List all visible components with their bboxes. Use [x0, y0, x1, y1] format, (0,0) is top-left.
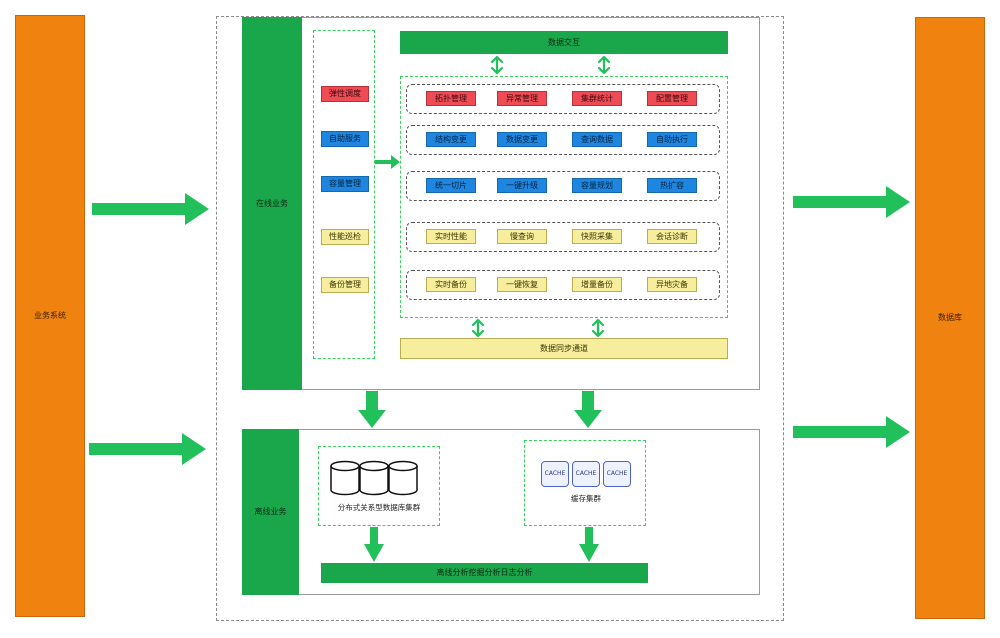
arrow-db-cluster-to-analysis	[364, 527, 384, 562]
data-interaction-label: 数据交互	[548, 37, 580, 47]
database-label: 数据库	[938, 313, 962, 323]
arrow-functions-to-details	[375, 155, 400, 169]
database-cylinder-3-icon	[388, 460, 418, 496]
data-interaction-bar: 数据交互	[400, 31, 728, 54]
row-scaling	[406, 171, 720, 201]
function-performance-inspection: 性能巡检	[321, 229, 369, 245]
double-arrow-interaction-2	[597, 55, 611, 75]
cell-r4-c3: 快照采集	[572, 229, 622, 244]
cache-node-1: CACHE	[541, 461, 569, 487]
source-system-label: 业务系统	[34, 311, 66, 321]
online-side-bar: 在线业务	[242, 17, 302, 390]
offline-label: 离线业务	[254, 507, 287, 517]
platform-container	[216, 16, 784, 621]
function-capacity-management: 容量管理	[321, 176, 369, 192]
cell-r5-c4: 异地灾备	[647, 277, 697, 292]
double-arrow-interaction-1	[490, 55, 504, 75]
arrow-online-to-cache-cluster	[574, 391, 602, 428]
row-performance	[406, 222, 720, 252]
data-sync-channel-label: 数据同步通道	[540, 343, 588, 353]
cell-r4-c1: 实时性能	[426, 229, 476, 244]
arrow-offline-to-database	[793, 416, 910, 448]
arrow-online-to-db-cluster	[358, 391, 386, 428]
row-topology	[406, 84, 720, 114]
online-panel	[242, 17, 760, 390]
online-label: 在线业务	[256, 198, 288, 208]
database-cluster-group	[318, 446, 440, 526]
cache-cluster-caption: 缓存集群	[571, 493, 601, 503]
cell-r2-c4: 自助执行	[647, 132, 697, 147]
double-arrow-sync-2	[591, 318, 605, 338]
cell-r4-c2: 慢查询	[497, 229, 547, 244]
cell-r5-c3: 增量备份	[572, 277, 622, 292]
data-sync-channel-bar: 数据同步通道	[400, 338, 728, 359]
cache-cluster-group	[524, 440, 646, 526]
cell-r4-c4: 会话诊断	[647, 229, 697, 244]
arrow-online-to-database	[793, 186, 910, 218]
double-arrow-sync-1	[471, 318, 485, 338]
function-self-service: 自助服务	[321, 131, 369, 147]
function-elastic-scheduling: 弹性调度	[321, 86, 369, 102]
cell-r1-c3: 集群统计	[572, 91, 622, 106]
row-change	[406, 125, 720, 155]
cell-r1-c1: 拓扑管理	[426, 91, 476, 106]
cell-r2-c1: 结构变更	[426, 132, 476, 147]
database-cluster-caption: 分布式关系型数据库集群	[337, 502, 421, 512]
arrow-source-to-offline	[89, 433, 206, 465]
source-system-block: 业务系统	[15, 15, 85, 617]
cell-r1-c2: 异常管理	[497, 91, 547, 106]
cell-r1-c4: 配置管理	[647, 91, 697, 106]
function-backup-management: 备份管理	[321, 277, 369, 293]
cell-r5-c2: 一键恢复	[497, 277, 547, 292]
cell-r3-c4: 热扩容	[647, 178, 697, 193]
arrow-cache-cluster-to-analysis	[579, 527, 599, 562]
cell-r2-c2: 数据变更	[497, 132, 547, 147]
cache-node-2: CACHE	[572, 461, 600, 487]
database-cylinder-1-icon	[330, 460, 360, 496]
cell-r5-c1: 实时备份	[426, 277, 476, 292]
offline-analysis-label: 离线分析挖掘分析日志分析	[436, 568, 533, 578]
online-function-group	[313, 30, 375, 359]
online-detail-group	[400, 76, 728, 318]
cell-r3-c2: 一键升级	[497, 178, 547, 193]
database-cylinder-2-icon	[359, 460, 389, 496]
cell-r2-c3: 查询数据	[572, 132, 622, 147]
offline-side-bar: 离线业务	[242, 429, 299, 595]
row-backup	[406, 270, 720, 300]
offline-analysis-bar: 离线分析挖掘分析日志分析	[321, 563, 648, 583]
cell-r3-c3: 容量规划	[572, 178, 622, 193]
database-block: 数据库	[915, 17, 985, 619]
cell-r3-c1: 统一切片	[426, 178, 476, 193]
arrow-source-to-online	[92, 193, 209, 225]
cache-node-3: CACHE	[603, 461, 631, 487]
